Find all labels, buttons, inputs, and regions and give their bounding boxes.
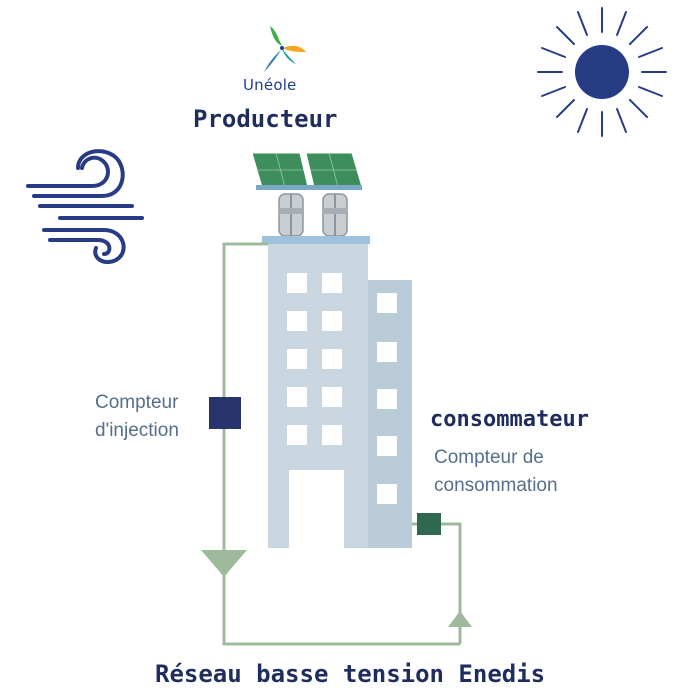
uneole-logo-icon bbox=[264, 26, 306, 72]
arrow-up-icon bbox=[448, 611, 472, 627]
injection-meter-label: Compteur d'injection bbox=[95, 389, 179, 445]
building-side bbox=[364, 280, 412, 548]
consumption-meter-line1: Compteur de bbox=[434, 447, 544, 468]
wind-turbine-icon bbox=[278, 193, 348, 237]
consumption-meter-line2: consommation bbox=[434, 475, 558, 496]
sun-rays bbox=[537, 7, 667, 137]
roof-slab bbox=[262, 236, 370, 244]
wind-icon bbox=[26, 149, 144, 265]
solar-panel-icon bbox=[251, 152, 363, 190]
producer-title: Producteur bbox=[193, 105, 338, 133]
sun-icon bbox=[537, 7, 667, 137]
sun-disc bbox=[575, 45, 629, 99]
brand-name: Unéole bbox=[243, 76, 297, 94]
consumption-meter-label: Compteur de consommation bbox=[434, 444, 558, 500]
building-icon bbox=[268, 244, 412, 548]
consumer-title: consommateur bbox=[430, 407, 589, 432]
injection-meter-line2: d'injection bbox=[95, 420, 179, 441]
injection-wire bbox=[222, 242, 460, 646]
injection-meter-line1: Compteur bbox=[95, 392, 179, 413]
arrow-down-icon bbox=[201, 550, 247, 577]
consumption-meter-box bbox=[417, 513, 441, 535]
logo-blade-orange bbox=[283, 45, 306, 52]
logo-blade-blue bbox=[264, 50, 281, 72]
network-label: Réseau basse tension Enedis bbox=[155, 660, 546, 688]
logo-blade-green bbox=[270, 26, 282, 46]
building-windows bbox=[287, 273, 397, 504]
building-door bbox=[289, 470, 344, 548]
injection-meter-box bbox=[209, 397, 241, 429]
